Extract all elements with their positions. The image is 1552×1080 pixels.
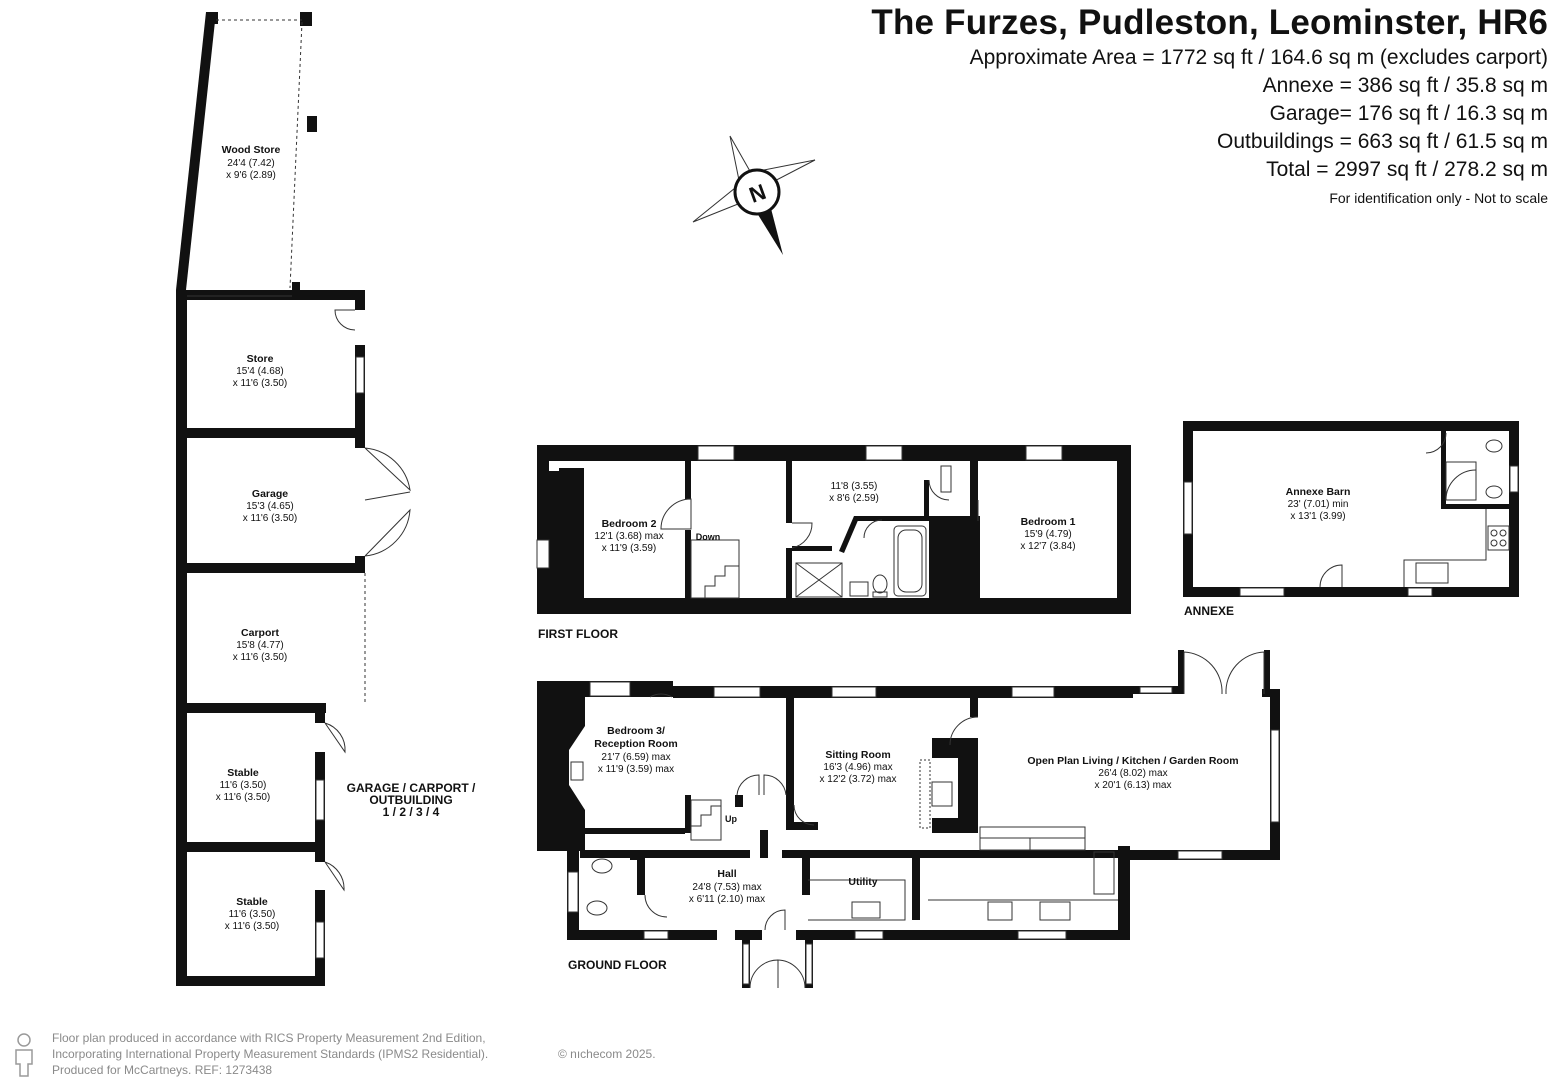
room-bedroom2-dim2: x 11'9 (3.59) [602,543,657,554]
room-garage-name: Garage [252,488,288,500]
stairs-up-label: Up [725,814,737,824]
room-bedroom1-dim2: x 12'7 (3.84) [1020,541,1075,552]
room-stable2-name: Stable [236,896,268,908]
room-bedroom3-dim1: 21'7 (6.59) max [601,752,670,763]
room-bedroom3-name-line2: Reception Room [594,738,677,750]
room-annexe-barn-name: Annexe Barn [1286,486,1351,498]
area-approximate: Approximate Area = 1772 sq ft / 164.6 sq… [969,46,1548,69]
room-stable1-dim1: 11'6 (3.50) [220,780,267,791]
room-stable1-name: Stable [227,767,259,779]
room-bedroom3-name-line1: Bedroom 3/ [607,725,665,737]
room-garage-dim1: 15'3 (4.65) [246,501,294,512]
room-utility-name: Utility [848,876,877,888]
outbuilding-block [176,12,365,986]
room-store-dim2: x 11'6 (3.50) [233,378,288,389]
compass-rose-icon: N [692,135,816,255]
section-outbuilding-line1: GARAGE / CARPORT / [347,781,476,795]
area-total: Total = 2997 sq ft / 278.2 sq m [1266,158,1548,181]
page-title: The Furzes, Pudleston, Leominster, HR6 [871,3,1548,42]
room-bathroom-dim2: x 8'6 (2.59) [829,493,879,504]
section-ground-floor: GROUND FLOOR [568,958,667,972]
room-stable2-dim1: 11'6 (3.50) [229,909,276,920]
footer-brand: © nıchecom 2025. [558,1047,656,1061]
section-annexe: ANNEXE [1184,604,1234,618]
room-wood-store-dim1: 24'4 (7.42) [227,158,275,169]
footer-line-3: Produced for McCartneys. REF: 1273438 [52,1063,273,1077]
annexe-walls [1183,421,1519,597]
person-icon [15,1033,33,1077]
room-open-plan-dim2: x 20'1 (6.13) max [1095,780,1172,791]
room-sitting-dim2: x 12'2 (3.72) max [820,774,897,785]
first-floor-walls [537,445,1131,614]
first-floor-details [536,445,1063,599]
room-bathroom-dim1: 11'8 (3.55) [831,481,878,492]
room-store-name: Store [247,353,274,365]
room-wood-store-dim2: x 9'6 (2.89) [226,170,276,181]
stairs-down-label: Down [696,532,721,542]
room-hall-dim2: x 6'11 (2.10) max [689,894,765,905]
room-carport-dim1: 15'8 (4.77) [236,640,284,651]
room-annexe-barn-dim2: x 13'1 (3.99) [1290,511,1345,522]
annexe-details [1183,432,1519,597]
room-open-plan-dim1: 26'4 (8.02) max [1098,768,1167,779]
room-hall-dim1: 24'8 (7.53) max [692,882,761,893]
room-bedroom1-dim1: 15'9 (4.79) [1024,529,1072,540]
area-garage: Garage= 176 sq ft / 16.3 sq m [1269,102,1548,125]
room-carport-name: Carport [241,627,279,639]
room-open-plan-name: Open Plan Living / Kitchen / Garden Room [1027,755,1238,767]
room-store-dim1: 15'4 (4.68) [236,366,284,377]
section-first-floor: FIRST FLOOR [538,627,618,641]
outbuilding-details [187,19,411,959]
room-hall-name: Hall [717,868,736,880]
scale-note: For identification only - Not to scale [1329,190,1548,206]
room-stable1-dim2: x 11'6 (3.50) [216,792,271,803]
area-outbuildings: Outbuildings = 663 sq ft / 61.5 sq m [1217,130,1548,153]
room-bedroom1-name: Bedroom 1 [1021,516,1076,528]
room-stable2-dim2: x 11'6 (3.50) [225,921,280,932]
section-outbuilding-line3: 1 / 2 / 3 / 4 [383,805,440,819]
room-carport-dim2: x 11'6 (3.50) [233,652,288,663]
ground-floor-details [567,651,1280,989]
room-bedroom2-dim1: 12'1 (3.68) max [594,531,663,542]
section-outbuilding-line2: OUTBUILDING [369,793,452,807]
header: The Furzes, Pudleston, Leominster, HR6 A… [871,2,1548,210]
room-sitting-dim1: 16'3 (4.96) max [823,762,892,773]
room-bedroom2-name: Bedroom 2 [602,518,657,530]
room-garage-dim2: x 11'6 (3.50) [243,513,298,524]
room-wood-store-name: Wood Store [222,144,281,156]
room-sitting-name: Sitting Room [825,749,890,761]
footer-line-2: Incorporating International Property Mea… [52,1047,489,1061]
footer-line-1: Floor plan produced in accordance with R… [52,1031,486,1045]
area-annexe: Annexe = 386 sq ft / 35.8 sq m [1262,74,1548,97]
room-bedroom3-dim2: x 11'9 (3.59) max [598,764,674,775]
footer: Floor plan produced in accordance with R… [52,1030,656,1078]
room-annexe-barn-dim1: 23' (7.01) min [1288,499,1349,510]
